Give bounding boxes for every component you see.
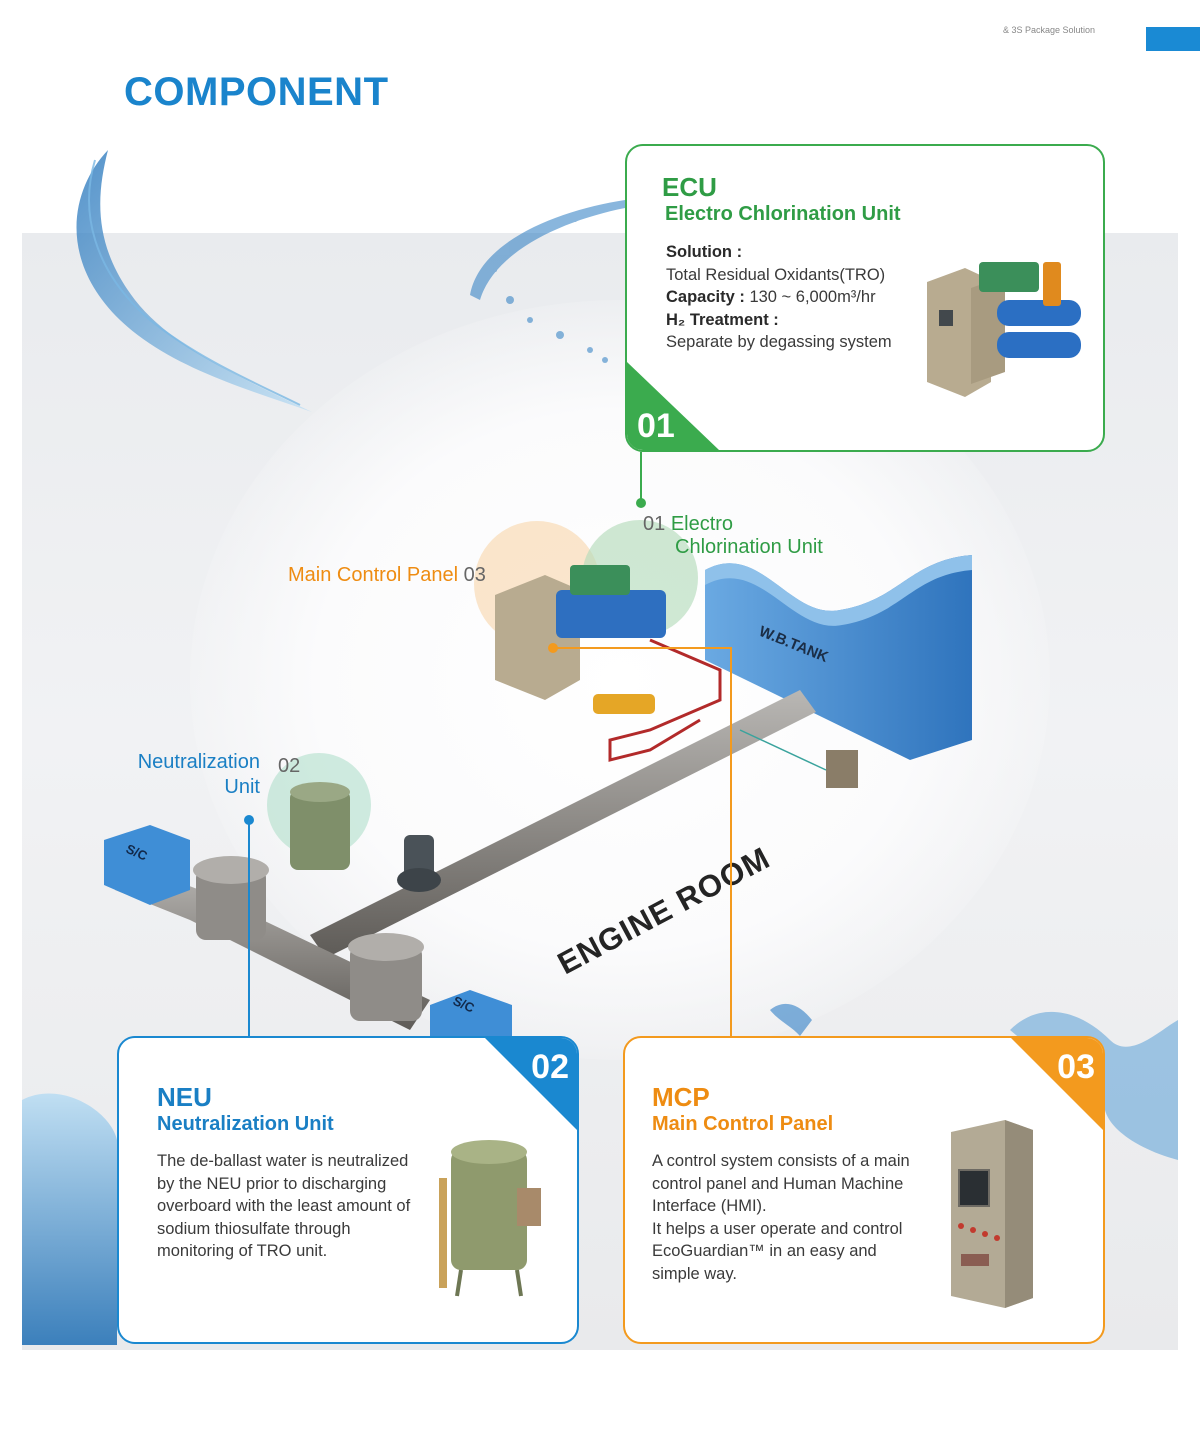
ecu-details: Solution : Total Residual Oxidants(TRO) … — [666, 241, 916, 354]
strainer-left — [193, 856, 269, 940]
water-splash-decoration — [76, 150, 312, 412]
neu-product-image — [439, 1140, 541, 1297]
ecu-product-image — [927, 262, 1081, 397]
ecu-corner — [627, 362, 719, 450]
tro-sensor-line — [739, 729, 827, 771]
tro-sensor-box — [826, 750, 858, 788]
mcp-name: Main Control Panel — [652, 1113, 834, 1135]
ecu-solution-value: Total Residual Oxidants(TRO) — [666, 265, 886, 284]
mcp-number: 03 — [1057, 1048, 1095, 1086]
label-neu-line2: Unit — [224, 776, 260, 798]
mcp-abbr: MCP — [652, 1082, 710, 1112]
label-neu-num: 02 — [278, 755, 301, 777]
ecu-capacity-value: 130 ~ 6,000m³/hr — [744, 288, 876, 306]
ballast-pump — [397, 835, 441, 892]
neu-connector-dot — [244, 815, 254, 825]
red-injection-pipe — [608, 638, 722, 762]
strainer-right — [348, 933, 424, 1021]
ecu-h2-value: Separate by degassing system — [666, 333, 892, 351]
mcp-description-2: It helps a user operate and control EcoG… — [652, 1219, 903, 1283]
neu-description: The de-ballast water is neutralized by t… — [157, 1152, 411, 1260]
neutralization-unit-model — [267, 753, 371, 870]
label-ecu-line1: Electro — [670, 513, 734, 535]
neu-abbr: NEU — [157, 1082, 212, 1112]
water-arc-decoration — [470, 200, 625, 363]
ecu-callout: 01 ECU Electro Chlorination Unit Solutio… — [625, 144, 1105, 452]
mcp-callout: 03 MCP Main Control Panel A control syst… — [623, 1036, 1105, 1344]
label-mcp-text: Main Control Panel — [288, 564, 459, 586]
ecu-connector-dot — [636, 498, 646, 508]
sea-chest-left: S/C — [104, 825, 190, 905]
header-accent-block — [1146, 27, 1200, 51]
sea-chest-right: S/C — [430, 990, 512, 1040]
mcp-description-1: A control system consists of a main cont… — [652, 1152, 910, 1215]
neu-name: Neutralization Unit — [157, 1113, 334, 1135]
ecu-h2-label: H₂ Treatment : — [666, 310, 779, 329]
ecu-mcp-module — [474, 520, 698, 700]
label-neu-line1: Neutralization — [137, 751, 260, 773]
ecu-solution-label: Solution : — [666, 243, 743, 261]
ecu-abbr: ECU — [662, 172, 717, 202]
header-tagline: & 3S Package Solution — [1003, 25, 1096, 35]
label-ecu: 01 Electro — [643, 513, 733, 536]
ecu-name: Electro Chlorination Unit — [665, 203, 901, 225]
degassing-tank — [593, 694, 655, 714]
mcp-corner — [1011, 1038, 1103, 1130]
engine-room-label: ENGINE ROOM — [552, 840, 776, 981]
wb-tank: W.B.TANK — [705, 555, 972, 760]
mcp-connector-dot — [548, 643, 558, 653]
neu-number: 02 — [531, 1048, 569, 1086]
mcp-description: A control system consists of a main cont… — [652, 1150, 927, 1285]
label-mcp: Main Control Panel 03 — [288, 564, 486, 587]
label-ecu-num: 01 — [643, 513, 666, 535]
neu-corner — [485, 1038, 577, 1130]
label-mcp-num: 03 — [463, 564, 486, 586]
neu-callout: 02 NEU Neutralization Unit The de-ballas… — [117, 1036, 579, 1344]
mcp-connector-line — [553, 647, 732, 1036]
page-title: COMPONENT — [124, 70, 389, 114]
mcp-product-image — [951, 1120, 1033, 1308]
ecu-number: 01 — [637, 407, 675, 445]
label-ecu-line2: Chlorination Unit — [675, 536, 823, 558]
ecu-capacity-label: Capacity : — [666, 288, 745, 306]
